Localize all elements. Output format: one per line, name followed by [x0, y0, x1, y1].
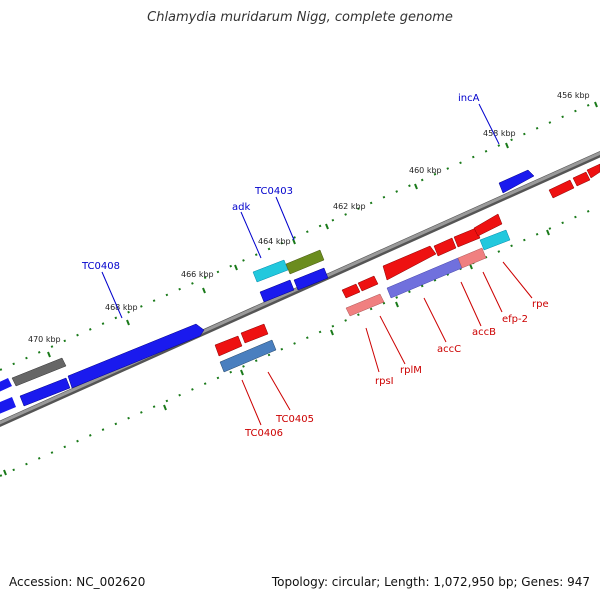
gene-label-tc0403: TC0403 — [254, 186, 293, 197]
gene-feature — [240, 323, 269, 344]
ruler-label-466: 466 kbp — [181, 270, 214, 279]
accession-text: Accession: NC_002620 — [9, 575, 146, 589]
ruler-label-456: 456 kbp — [557, 91, 590, 100]
gene-feature — [252, 259, 289, 283]
ruler-label-460: 460 kbp — [409, 166, 442, 175]
gene-label-accb: accB — [472, 327, 496, 338]
gene-feature — [0, 397, 16, 414]
gene-feature — [11, 357, 67, 387]
gene-feature — [572, 171, 591, 187]
gene-feature — [345, 293, 385, 317]
gene-feature — [479, 229, 511, 251]
gene-feature — [0, 378, 12, 392]
ruler-label-458: 458 kbp — [483, 129, 516, 138]
reverse-features — [214, 163, 600, 373]
inner-ruler — [0, 205, 600, 477]
gene-feature — [433, 237, 457, 257]
ruler-labels: 456 kbp 458 kbp 460 kbp 462 kbp 464 kbp … — [28, 91, 590, 344]
gene-label-inca: incA — [458, 93, 480, 104]
outer-ruler — [0, 99, 600, 371]
gene-feature — [67, 323, 205, 389]
gene-feature — [382, 245, 437, 281]
gene-feature — [214, 335, 243, 357]
gene-feature — [548, 179, 575, 199]
gene-feature — [293, 267, 329, 291]
gene-label-rplm: rplM — [400, 365, 422, 376]
ruler-label-464: 464 kbp — [258, 237, 291, 246]
genome-summary-text: Topology: circular; Length: 1,072,950 bp… — [271, 575, 590, 589]
ruler-label-462: 462 kbp — [333, 202, 366, 211]
ruler-label-470: 470 kbp — [28, 335, 61, 344]
gene-feature — [473, 213, 503, 237]
gene-labels: incA TC0403 adk TC0408 rpe efp-2 accB ac… — [81, 93, 549, 439]
forward-features — [0, 169, 535, 414]
gene-feature — [19, 377, 71, 407]
gene-label-efp2: efp-2 — [502, 314, 528, 325]
gene-feature — [586, 163, 600, 179]
label-leaders — [101, 103, 533, 426]
gene-feature — [259, 279, 295, 303]
gene-feature — [457, 247, 487, 269]
gene-feature — [341, 283, 361, 299]
outer-ticks — [47, 101, 598, 358]
map-title: Chlamydia muridarum Nigg, complete genom… — [147, 10, 453, 25]
ruler-label-468: 468 kbp — [105, 303, 138, 312]
gene-label-tc0408: TC0408 — [81, 261, 120, 272]
gene-feature — [498, 169, 535, 194]
gene-label-tc0405: TC0405 — [275, 414, 314, 425]
gene-feature — [357, 275, 379, 292]
gene-label-accc: accC — [437, 344, 461, 355]
gene-label-adk: adk — [232, 202, 250, 213]
gene-feature — [219, 339, 277, 373]
gene-feature — [453, 227, 481, 248]
gene-feature — [285, 249, 325, 275]
gene-label-rpsi: rpsI — [375, 376, 394, 387]
gene-label-tc0406: TC0406 — [244, 428, 283, 439]
gene-label-rpe: rpe — [532, 299, 549, 310]
